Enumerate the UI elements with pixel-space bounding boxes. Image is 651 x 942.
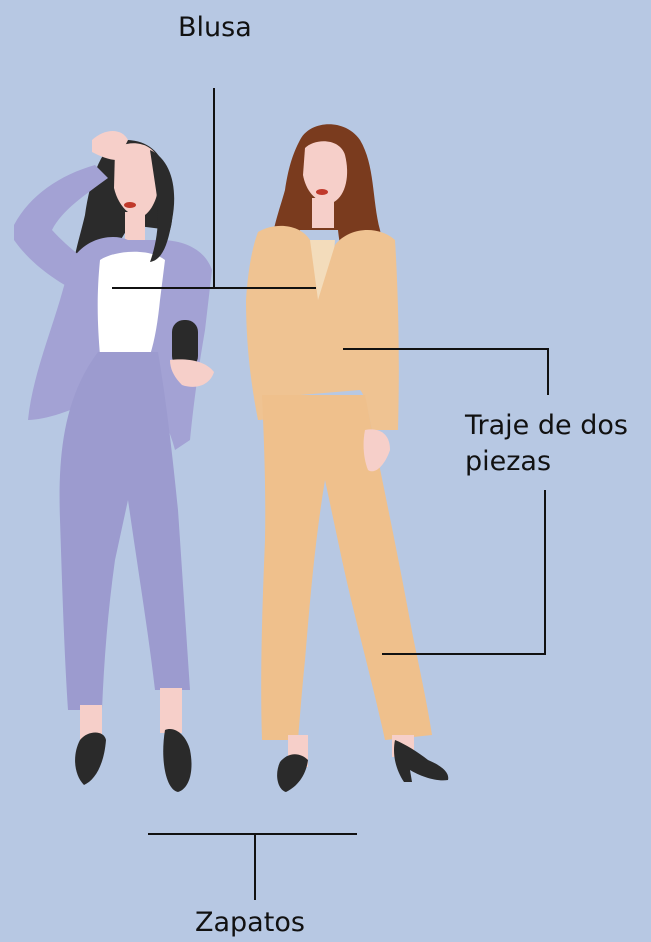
neck bbox=[312, 198, 334, 228]
neck bbox=[125, 212, 145, 242]
hand-right bbox=[364, 429, 390, 471]
suit-label-line2: piezas bbox=[465, 444, 628, 480]
woman-beige-suit bbox=[246, 124, 448, 792]
beige-pants bbox=[261, 395, 432, 740]
shoe-right bbox=[163, 729, 191, 792]
woman-lavender-suit bbox=[14, 131, 214, 792]
suit-label-line1: Traje de dos bbox=[465, 408, 628, 444]
lips bbox=[124, 202, 136, 208]
shoes-label: Zapatos bbox=[195, 905, 305, 941]
suit-label: Traje de dos piezas bbox=[465, 408, 628, 480]
shoe-left bbox=[277, 754, 308, 792]
blouse-label: Blusa bbox=[178, 10, 252, 46]
shoe-left bbox=[75, 733, 106, 786]
lips bbox=[316, 189, 328, 195]
shoe-right bbox=[394, 740, 448, 782]
ankle-right bbox=[160, 688, 182, 733]
